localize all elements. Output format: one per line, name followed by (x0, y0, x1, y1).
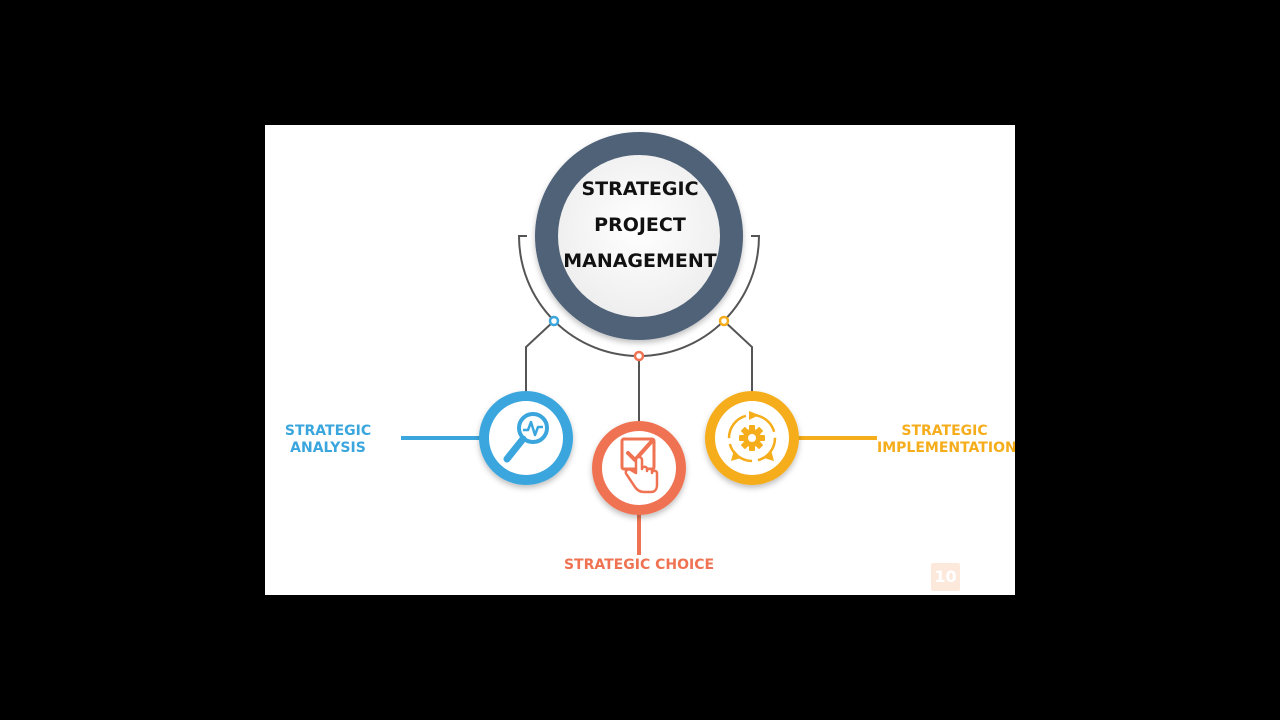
choice-label-line: STRATEGIC CHOICE (563, 557, 715, 573)
center-title-line: STRATEGIC (581, 178, 699, 200)
center-title-line: MANAGEMENT (563, 250, 717, 272)
implementation-label: STRATEGIC IMPLEMENTATION (877, 423, 1015, 457)
implementation-label-line: STRATEGIC (901, 423, 988, 439)
magnifier-chart-icon (503, 412, 549, 463)
gear-cycle-icon (727, 411, 777, 463)
diagram-graphic (401, 132, 877, 555)
checklist-hand-icon (620, 437, 659, 494)
center-hub (535, 132, 743, 340)
implementation-node (705, 391, 799, 485)
connector-dot-implementation (718, 315, 730, 327)
connector-line-implementation (723, 320, 753, 393)
choice-node (592, 421, 686, 515)
connector-line-analysis (525, 320, 555, 393)
page-number: 10 (931, 563, 960, 591)
analysis-label-line: STRATEGIC (284, 423, 372, 439)
connector-dot-analysis (548, 315, 560, 327)
analysis-label-line: ANALYSIS (290, 440, 366, 456)
connector-dot-choice (633, 350, 645, 362)
slide: STRATEGIC PROJECT MANAGEMENT STRATEGIC A… (265, 125, 1015, 595)
choice-label: STRATEGIC CHOICE (555, 557, 723, 574)
analysis-label: STRATEGIC ANALYSIS (273, 423, 383, 457)
implementation-label-line: IMPLEMENTATION (877, 440, 1015, 456)
center-title: STRATEGIC PROJECT MANAGEMENT (555, 171, 725, 279)
analysis-node (479, 391, 573, 485)
center-title-line: PROJECT (594, 214, 686, 236)
